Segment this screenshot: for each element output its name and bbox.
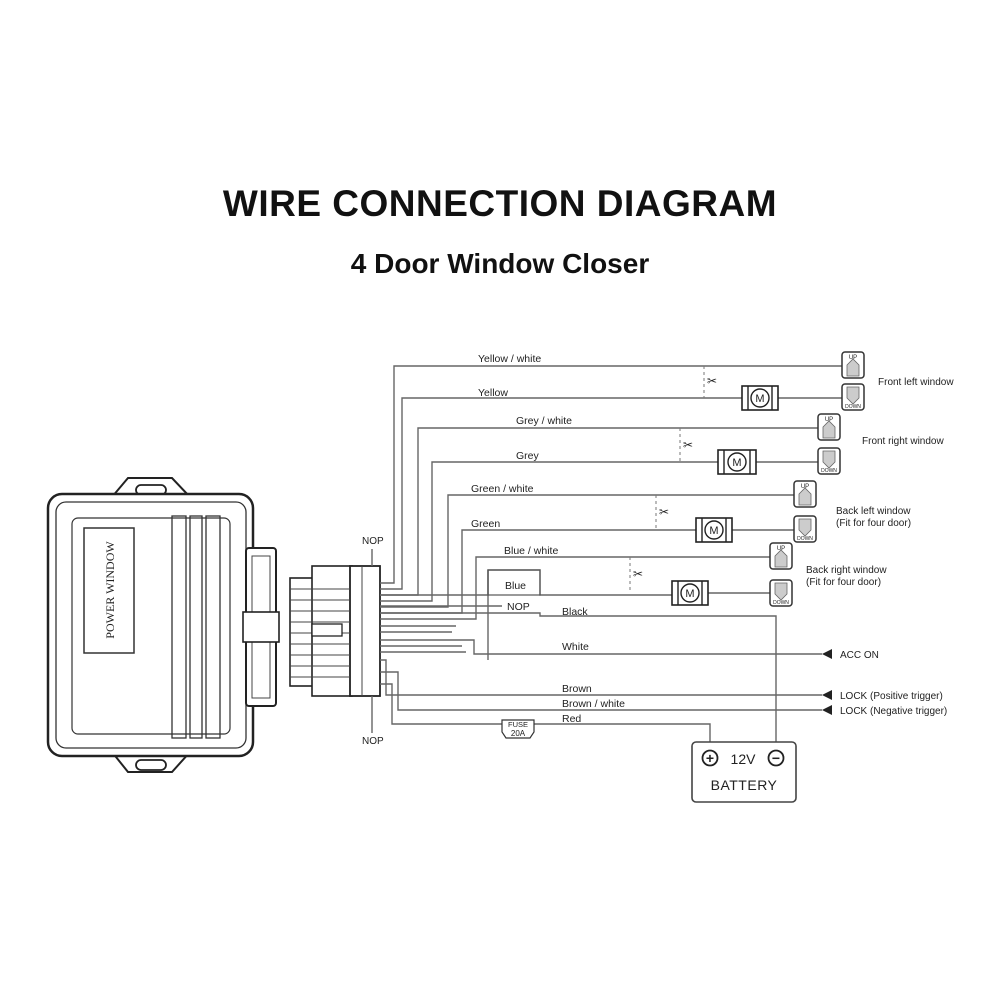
down-label: DOWN <box>773 600 789 606</box>
diagram-subtitle: 4 Door Window Closer <box>350 248 650 279</box>
fuse-rating: 20A <box>511 729 526 738</box>
wire-label-yellow: Yellow <box>478 387 508 399</box>
label-front-left-window: Front left window <box>878 377 954 388</box>
scissors-icons: ✂ ✂ ✂ ✂ <box>633 374 717 581</box>
label-back-right-window: Back right window <box>806 565 887 576</box>
up-label: UP <box>777 546 785 552</box>
up-label: UP <box>849 355 857 361</box>
input-arrows <box>822 649 832 715</box>
nop-mid-label: NOP <box>507 601 530 613</box>
power-window-module <box>46 477 280 773</box>
motor-label: M <box>755 393 764 405</box>
down-label: DOWN <box>845 404 861 410</box>
up-label: UP <box>825 417 833 423</box>
nop-bottom-label: NOP <box>362 736 384 747</box>
switch-back-right <box>769 542 793 607</box>
scissors-icon: ✂ <box>659 505 669 519</box>
motor-back-left <box>695 517 733 543</box>
wire-label-brown-white: Brown / white <box>562 698 625 710</box>
battery-label: BATTERY <box>711 777 778 793</box>
fuse-label: FUSE <box>508 720 528 729</box>
fuse <box>501 719 535 739</box>
input-lock-positive: LOCK (Positive trigger) <box>840 691 943 702</box>
wire-label-green-white: Green / white <box>471 483 534 495</box>
harness-connector <box>289 565 381 697</box>
battery-plus-icon: + <box>706 750 714 766</box>
motor-label: M <box>709 525 718 537</box>
module-label: POWER WINDOW <box>103 541 117 639</box>
wire-label-red: Red <box>562 713 581 725</box>
label-back-left-window: Back left window <box>836 506 911 517</box>
label-front-right-window: Front right window <box>862 436 944 447</box>
input-acc-on: ACC ON <box>840 650 879 661</box>
cut-markers <box>629 366 705 593</box>
diagram-title: WIRE CONNECTION DIAGRAM <box>222 183 778 224</box>
nop-top-label: NOP <box>362 536 384 547</box>
wire-label-grey: Grey <box>516 450 540 462</box>
motor-label: M <box>732 457 741 469</box>
input-lock-negative: LOCK (Negative trigger) <box>840 706 947 717</box>
label-back-right-note: (Fit for four door) <box>806 577 881 588</box>
motor-front-left <box>741 385 779 411</box>
scissors-icon: ✂ <box>707 374 717 388</box>
wire-paths <box>380 365 842 742</box>
battery-voltage: 12V <box>731 751 757 767</box>
wire-label-blue: Blue <box>505 580 526 592</box>
wire-label-grey-white: Grey / white <box>516 415 572 427</box>
scissors-icon: ✂ <box>683 438 693 452</box>
wire-label-blue-white: Blue / white <box>504 545 558 557</box>
down-label: DOWN <box>821 468 837 474</box>
motor-back-right <box>671 580 709 606</box>
motor-front-right <box>717 449 757 475</box>
switch-front-left <box>841 351 865 411</box>
wire-label-black: Black <box>562 606 588 618</box>
switch-front-right <box>817 413 841 475</box>
wire-label-brown: Brown <box>562 683 592 695</box>
label-back-left-note: (Fit for four door) <box>836 518 911 529</box>
motor-label: M <box>685 588 694 600</box>
wire-label-yellow-white: Yellow / white <box>478 353 541 365</box>
battery <box>691 741 797 803</box>
wire-label-white: White <box>562 641 589 653</box>
battery-minus-icon: − <box>772 750 780 766</box>
switch-back-left <box>793 480 817 543</box>
up-label: UP <box>801 484 809 490</box>
scissors-icon: ✂ <box>633 567 643 581</box>
down-label: DOWN <box>797 536 813 542</box>
wire-label-green: Green <box>471 518 500 530</box>
